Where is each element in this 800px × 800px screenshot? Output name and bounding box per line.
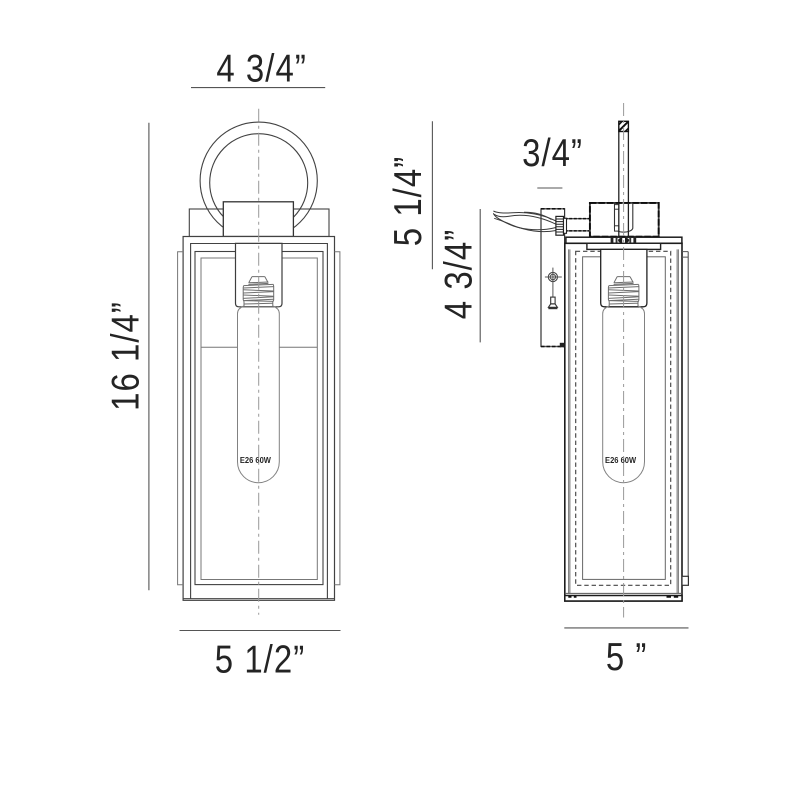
svg-text:4 3/4”: 4 3/4” <box>437 229 480 319</box>
svg-text:E26 60W: E26 60W <box>240 455 271 465</box>
svg-text:5 ”: 5 ” <box>606 636 648 679</box>
svg-text:5 1/2”: 5 1/2” <box>215 638 305 681</box>
svg-text:3/4”: 3/4” <box>522 131 583 174</box>
svg-text:5 1/4”: 5 1/4” <box>387 156 430 246</box>
svg-text:16 1/4”: 16 1/4” <box>104 301 147 411</box>
svg-text:E26 60W: E26 60W <box>605 455 636 465</box>
svg-text:4 3/4”: 4 3/4” <box>216 47 306 90</box>
